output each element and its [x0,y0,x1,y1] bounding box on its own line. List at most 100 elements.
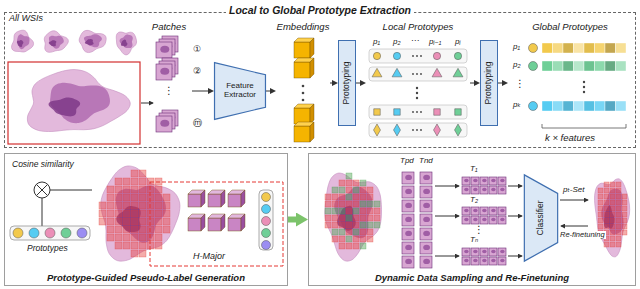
cube-front [294,42,310,58]
patch [420,186,432,198]
patch-cell [131,218,138,225]
patch-cell [353,215,359,221]
patch-texture [405,189,412,194]
patch-square [402,186,414,198]
patch-cell [360,201,366,207]
patch [471,257,479,265]
patch-cell [99,202,106,209]
cube-side [241,214,245,231]
feature-segment [584,43,595,53]
ellipsis-dot [416,111,418,113]
ellipsis-dot [583,81,585,83]
feature-segment [595,43,606,53]
patch-cell [360,222,366,228]
patch-cell [163,226,170,233]
cube [294,38,314,58]
classifier: Classifier [524,174,558,262]
tissue-core [120,35,133,49]
feature-segment [563,101,574,111]
feature-segment [595,61,606,71]
patch-cell [123,218,130,225]
tissue-dense [121,40,127,47]
patch-cell [622,230,627,235]
operation-label: Prototypes [27,244,68,253]
prototype-mark [262,205,271,214]
global-prototype-group: Global Prototypesk × features [508,22,632,144]
set-label: Tnd [419,157,433,166]
patch-cell [610,188,615,193]
cube-side [241,190,245,207]
patch-texture [491,250,495,254]
prototype-mark [434,124,441,136]
patch-square [498,257,506,265]
flow-arrow [330,83,332,84]
patch-cell [163,194,170,201]
patch-cell [155,242,162,249]
tissue-outline [101,166,180,261]
patch-cell [374,208,380,214]
ellipsis-dot [412,55,414,57]
patch-texture [423,245,430,250]
patch [402,256,414,268]
patch-cell [367,229,373,235]
patch [156,64,172,80]
patch [489,216,497,224]
patch-cell [131,250,138,257]
patch-cell [610,236,615,241]
patch-cell [123,178,130,185]
feature-segment [553,43,564,53]
patch-texture [423,217,430,222]
patch-cell [604,194,609,199]
prototype-mark [529,102,538,111]
prototype-row [10,226,90,240]
patch-cell [604,212,609,217]
prototype-index: p₂ [513,61,521,70]
patch-cell [107,226,114,233]
patch-texture [482,250,486,254]
patch-texture [405,217,412,222]
flow-arrow [192,91,208,92]
arrow-line [508,256,522,257]
patch-texture [423,175,430,180]
patch-cell [622,206,627,211]
cube-front [208,194,221,207]
patch-square [471,186,479,194]
prototype-mark [29,228,39,238]
patch-square [489,207,497,215]
patch-cell [346,180,352,186]
box-label: Prototyping [342,62,351,105]
patch-cell [360,243,366,249]
patch-cell [139,210,146,217]
patch-texture [500,179,504,183]
patch-texture [491,259,495,263]
patch-square [420,214,432,226]
cube [228,190,245,207]
cube [188,214,205,231]
patch-cell [610,200,615,205]
tissue-core [601,189,623,235]
patch-square [480,216,488,224]
patch-square [420,186,432,198]
patch [480,257,488,265]
ellipsis-dot [420,129,422,131]
patch [471,248,479,256]
patch-cell [163,202,170,209]
patch-cell [163,218,170,225]
ellipsis-dot [302,85,305,88]
tissue-section [325,173,382,261]
patch-cell [604,224,609,229]
patch-cell [123,210,130,217]
patch-cell [610,224,615,229]
tissue-section [44,31,68,53]
patch-square [462,257,470,265]
ellipsis: ⋮ [474,224,484,235]
patch-cell [131,178,138,185]
patch-square [471,207,479,215]
patch-cell [622,200,627,205]
patch-cell [155,210,162,217]
patch-texture [423,203,430,208]
prototype-mark [455,109,461,115]
flow-arrow [288,217,296,223]
patch-cell [353,229,359,235]
patch-square [462,186,470,194]
